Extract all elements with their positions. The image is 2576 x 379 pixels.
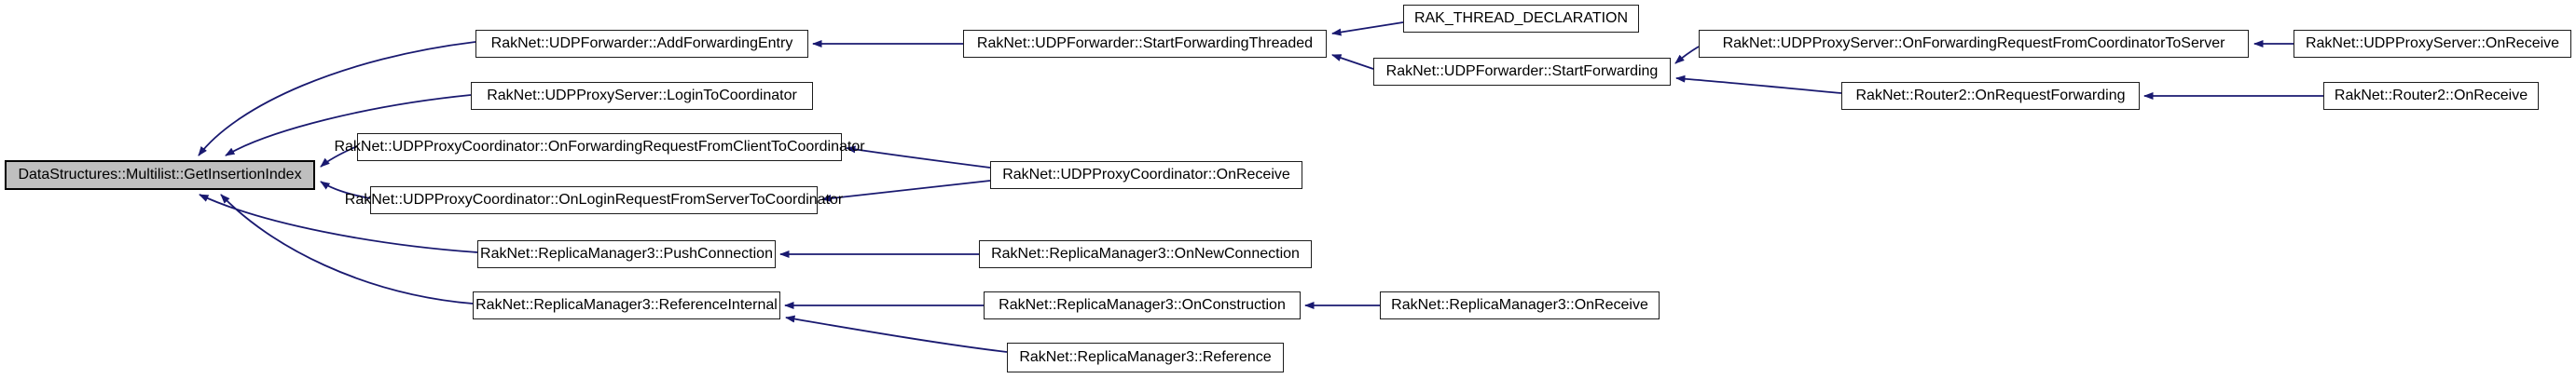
node-on-request-forwarding[interactable]: RakNet::Router2::OnRequestForwarding (1841, 82, 2140, 110)
call-edge-reference-to-reference-internal (785, 315, 1008, 353)
node-start-forwarding[interactable]: RakNet::UDPForwarder::StartForwarding (1373, 58, 1671, 86)
node-get-insertion-index: DataStructures::Multilist::GetInsertionI… (5, 160, 315, 190)
node-add-forwarding-entry[interactable]: RakNet::UDPForwarder::AddForwardingEntry (475, 30, 808, 58)
node-push-connection[interactable]: RakNet::ReplicaManager3::PushConnection (477, 240, 776, 268)
call-edge-udp-proxy-coordinator-on-receive-to-on-forwarding-request-from-client-to-coordinator (846, 145, 991, 169)
node-udp-proxy-server-on-receive[interactable]: RakNet::UDPProxyServer::OnReceive (2294, 30, 2571, 58)
call-edge-udp-proxy-coordinator-on-receive-to-on-login-request-from-server-to-coordinator (821, 180, 991, 202)
node-on-login-request-from-server-to-coordinator[interactable]: RakNet::UDPProxyCoordinator::OnLoginRequ… (345, 186, 843, 214)
call-edge-on-request-forwarding-to-start-forwarding (1675, 74, 1842, 94)
node-reference-internal[interactable]: RakNet::ReplicaManager3::ReferenceIntern… (473, 291, 780, 319)
node-on-forwarding-request-from-client-to-coordinator[interactable]: RakNet::UDPProxyCoordinator::OnForwardin… (334, 133, 865, 161)
node-login-to-coordinator[interactable]: RakNet::UDPProxyServer::LoginToCoordinat… (471, 82, 813, 110)
call-edge-on-forwarding-request-from-client-to-coordinator-to-get-insertion-index (320, 145, 358, 168)
node-router2-on-receive[interactable]: RakNet::Router2::OnReceive (2323, 82, 2539, 110)
call-edge-start-forwarding-to-start-forwarding-threaded (1331, 54, 1374, 70)
node-reference[interactable]: RakNet::ReplicaManager3::Reference (1007, 343, 1284, 372)
node-replica-manager3-on-receive[interactable]: RakNet::ReplicaManager3::OnReceive (1380, 291, 1660, 319)
call-edge-reference-internal-to-get-insertion-index (220, 194, 474, 305)
call-edge-rak-thread-declaration-to-start-forwarding-threaded (1331, 21, 1404, 36)
node-on-construction[interactable]: RakNet::ReplicaManager3::OnConstruction (984, 291, 1301, 319)
node-udp-proxy-coordinator-on-receive[interactable]: RakNet::UDPProxyCoordinator::OnReceive (990, 161, 1302, 189)
call-edge-login-to-coordinator-to-get-insertion-index (225, 94, 472, 156)
call-edge-add-forwarding-entry-to-get-insertion-index (198, 41, 476, 156)
node-on-forwarding-request-from-coordinator-to-server[interactable]: RakNet::UDPProxyServer::OnForwardingRequ… (1699, 30, 2249, 58)
call-edge-on-forwarding-request-from-coordinator-to-server-to-start-forwarding (1674, 46, 1700, 64)
node-rak-thread-declaration[interactable]: RAK_THREAD_DECLARATION (1403, 5, 1639, 33)
node-on-new-connection[interactable]: RakNet::ReplicaManager3::OnNewConnection (979, 240, 1312, 268)
node-start-forwarding-threaded[interactable]: RakNet::UDPForwarder::StartForwardingThr… (963, 30, 1327, 58)
call-edge-push-connection-to-get-insertion-index (199, 194, 478, 253)
call-edge-on-login-request-from-server-to-coordinator-to-get-insertion-index (320, 181, 371, 199)
